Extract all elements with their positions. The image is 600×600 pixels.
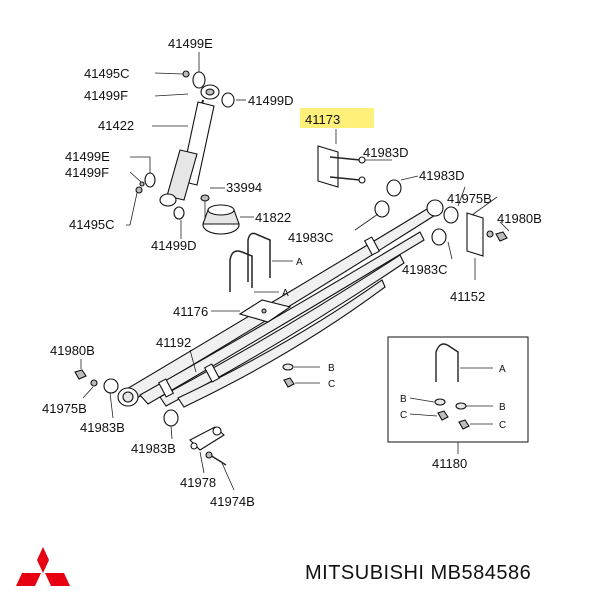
nut-41980B-r <box>495 231 508 242</box>
label-41975B-l: 41975B <box>42 401 87 416</box>
plate-41978 <box>189 426 227 466</box>
u-bolt-a-1 <box>229 250 253 292</box>
label-box-C-left: C <box>400 410 407 421</box>
label-box-B-right: B <box>499 402 506 413</box>
washer-box-left <box>434 398 446 406</box>
nut-41495C-mid <box>135 186 143 194</box>
label-41422: 41422 <box>98 118 134 133</box>
bolt-41975B-l <box>90 379 98 387</box>
label-41152: 41152 <box>450 289 485 304</box>
bushing-41983B-b <box>163 409 179 427</box>
nut-41495C-top <box>182 70 190 78</box>
bushing-41983D-a <box>386 179 402 197</box>
label-41173: 41173 <box>305 112 340 127</box>
bushing-41983D-b <box>443 206 459 224</box>
shock-absorber-41422 <box>159 84 220 207</box>
label-A-2: A <box>282 288 289 299</box>
bushing-41983B-a <box>103 378 119 394</box>
label-41180: 41180 <box>432 456 467 471</box>
label-41975B-r: 41975B <box>447 191 492 206</box>
label-41980B-l: 41980B <box>50 343 95 358</box>
label-41499E-mid: 41499E <box>65 149 110 164</box>
label-41983D-b: 41983D <box>419 168 465 183</box>
label-41983C-a: 41983C <box>288 230 334 245</box>
bushing-41499E-mid <box>144 172 156 188</box>
nut-C-main <box>283 377 295 388</box>
label-41176: 41176 <box>173 304 208 319</box>
bump-stop-41822 <box>200 194 240 235</box>
label-41499F-mid: 41499F <box>65 165 109 180</box>
washer-box-right <box>455 402 467 410</box>
label-41499F-top: 41499F <box>84 88 128 103</box>
label-41495C-mid: 41495C <box>69 217 115 232</box>
label-41192: 41192 <box>156 335 191 350</box>
shackle-41173 <box>317 145 366 188</box>
label-box-C-right: C <box>499 420 506 431</box>
label-box-B-left: B <box>400 394 407 405</box>
label-A-1: A <box>296 257 303 268</box>
label-box-A: A <box>499 364 506 375</box>
label-41980B-r: 41980B <box>497 211 542 226</box>
label-B-main: B <box>328 363 335 374</box>
label-41983C-b: 41983C <box>402 262 448 277</box>
leader-lines <box>80 52 510 491</box>
washer-B-main <box>282 363 294 371</box>
bushing-41499D-top <box>221 92 235 108</box>
label-C-main: C <box>328 379 335 390</box>
label-41499D-mid: 41499D <box>151 238 197 253</box>
bushing-41983C-b <box>431 228 447 246</box>
bolt-41975B-r <box>486 230 494 238</box>
nut-box-right <box>458 419 470 430</box>
highlight-41173 <box>300 108 374 128</box>
shackle-plate-41152 <box>466 212 484 257</box>
leaf-spring-41192 <box>117 199 444 408</box>
label-41499D-top: 41499D <box>248 93 294 108</box>
label-41495C-top: 41495C <box>84 66 130 81</box>
label-41974B: 41974B <box>210 494 255 509</box>
mitsubishi-logo-icon <box>16 547 70 586</box>
label-33994: 33994 <box>226 180 262 195</box>
label-41983D-a: 41983D <box>363 145 409 160</box>
label-41983B-a: 41983B <box>80 420 125 435</box>
nut-41980B-l <box>74 369 87 380</box>
bushing-41983C-a <box>374 200 390 218</box>
label-41822: 41822 <box>255 210 291 225</box>
bushing-41499E-top <box>192 71 206 89</box>
label-41983B-b: 41983B <box>131 441 176 456</box>
part-number-title: MITSUBISHI MB584586 <box>305 562 532 584</box>
label-41499E-top: 41499E <box>168 36 213 51</box>
washer-41499F-mid <box>139 181 145 187</box>
u-bolt-a-2 <box>247 232 271 282</box>
nut-box-left <box>437 410 449 421</box>
u-bolt-box <box>435 343 459 382</box>
bushing-41499D-mid <box>173 206 185 220</box>
label-41978: 41978 <box>180 475 216 490</box>
